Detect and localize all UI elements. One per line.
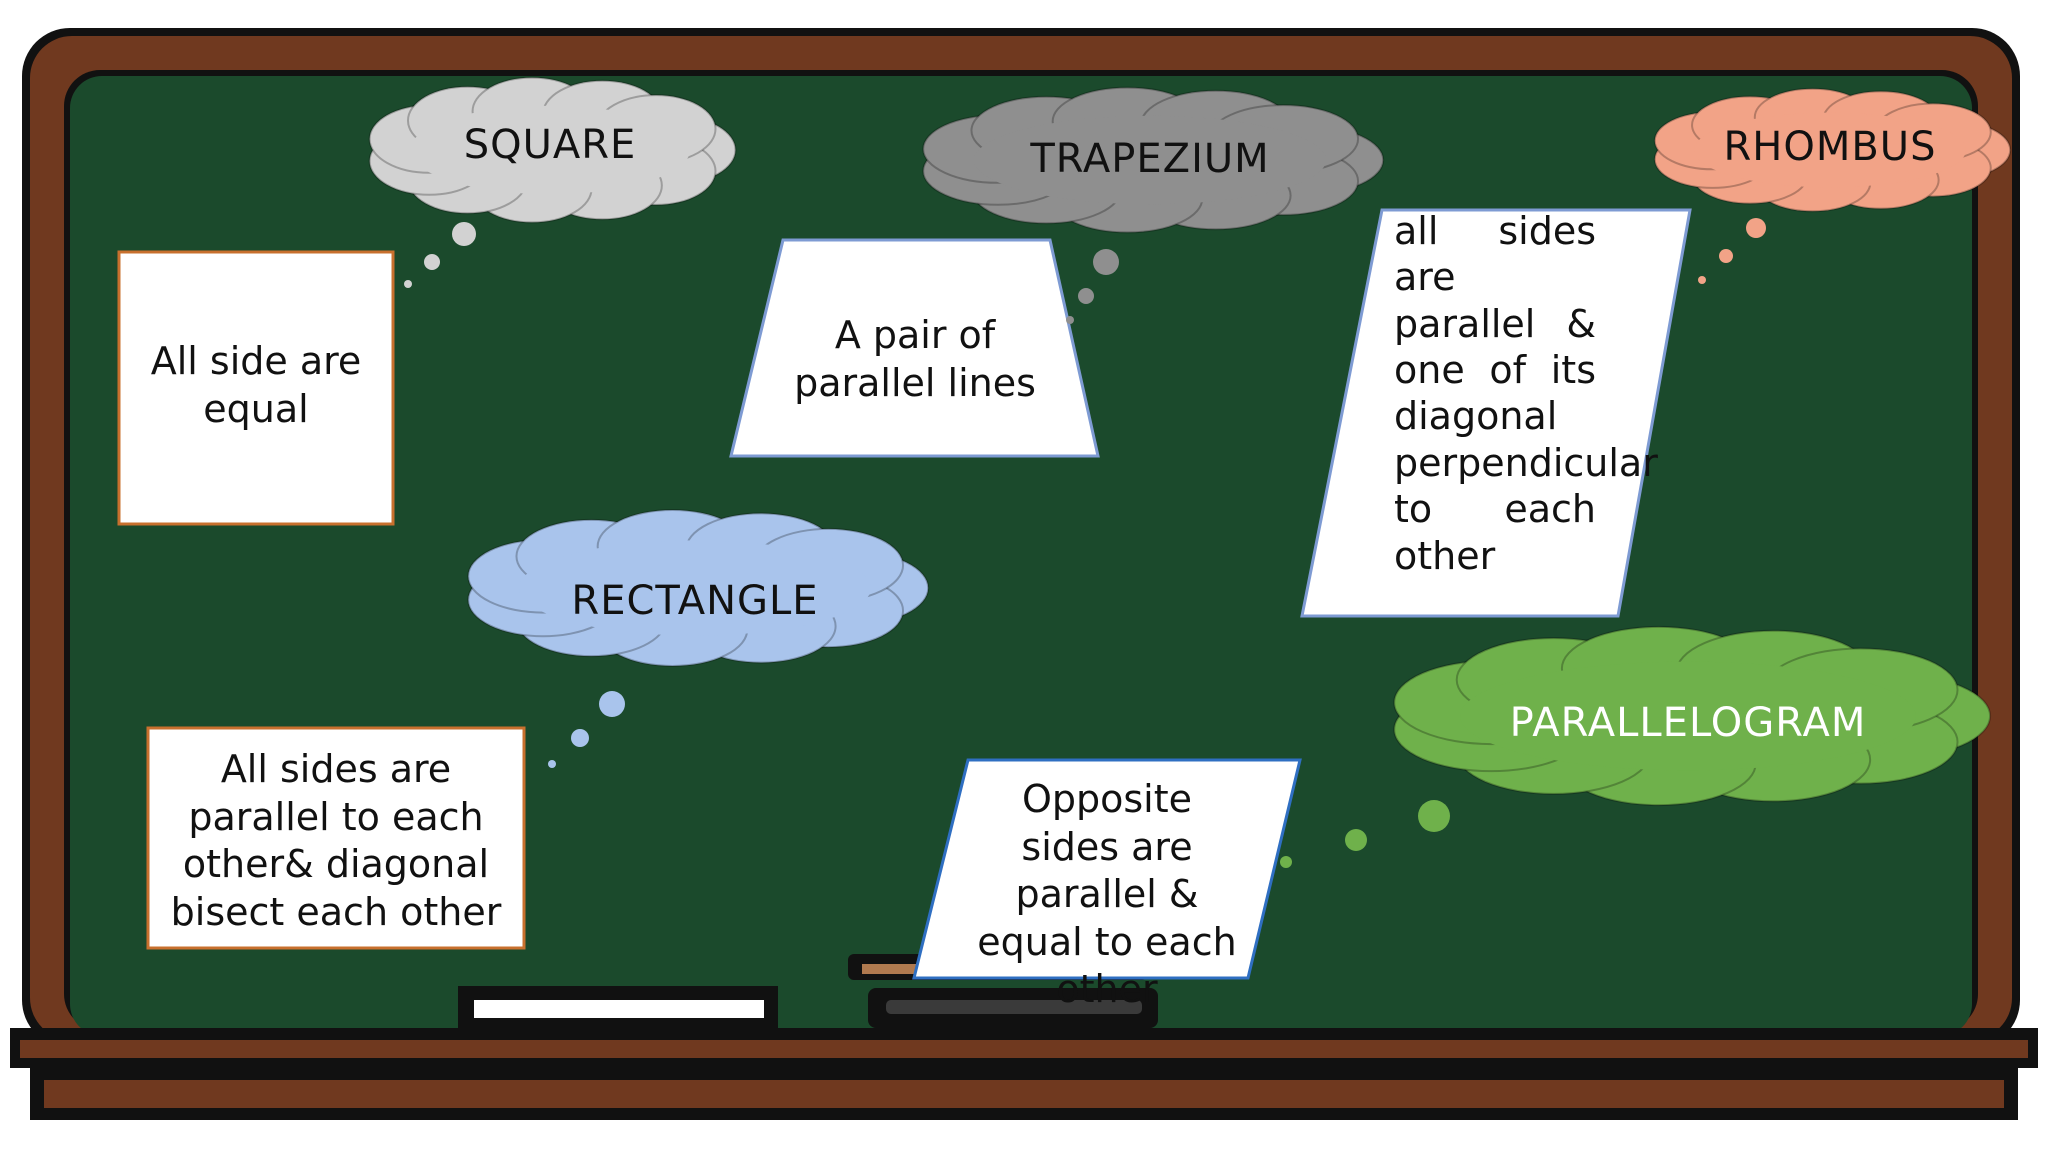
thought-bubble-rectangle-1 (599, 691, 625, 717)
thought-bubble-square-2 (424, 254, 440, 270)
thought-cloud-rectangle (467, 509, 930, 768)
rhombus-description: all sides are parallel & one of its diag… (1394, 209, 1658, 578)
chalk-stick (474, 1000, 764, 1018)
thought-bubble-rectangle-2 (571, 729, 589, 747)
cloud-label-rhombus: RHOMBUS (1723, 124, 1937, 170)
cloud-label-square: SQUARE (463, 122, 637, 168)
square-box (117, 250, 395, 526)
cloud-label-rectangle: RECTANGLE (571, 578, 819, 624)
thought-bubble-square-1 (452, 222, 476, 246)
thought-bubble-parallelogram-2 (1345, 829, 1367, 851)
thought-cloud-trapezium (922, 86, 1385, 324)
cloud-label-trapezium: TRAPEZIUM (1030, 136, 1270, 182)
chalk-tray-band (20, 1040, 2028, 1058)
thought-bubble-rhombus-2 (1719, 249, 1733, 263)
trapezium-description: A pair of parallel lines (794, 313, 1036, 405)
thought-bubble-parallelogram-3 (1280, 856, 1292, 868)
thought-cloud-rhombus (1653, 87, 2012, 284)
parallelogram-box (912, 758, 1302, 980)
square-description: All side are equal (150, 339, 362, 431)
thought-bubble-trapezium-3 (1066, 316, 1074, 324)
thought-bubble-trapezium-1 (1093, 249, 1119, 275)
thought-bubble-rectangle-3 (548, 760, 556, 768)
thought-bubble-parallelogram-1 (1418, 800, 1450, 832)
rhombus-box (1300, 208, 1692, 618)
cloud-label-parallelogram: PARALLELOGRAM (1509, 700, 1867, 746)
trapezium-box (729, 238, 1100, 458)
thought-bubble-rhombus-1 (1746, 218, 1766, 238)
rectangle-description: All sides are parallel to each other& di… (170, 747, 502, 934)
thought-bubble-trapezium-2 (1078, 288, 1094, 304)
parallelogram-description: Opposite sides are parallel & equal to e… (977, 777, 1237, 1011)
thought-cloud-parallelogram (1280, 625, 1992, 868)
thought-bubble-rhombus-3 (1698, 276, 1706, 284)
thought-cloud-square (368, 76, 737, 288)
rectangle-box (146, 726, 526, 950)
eraser-pad (886, 1000, 1142, 1014)
thought-bubble-square-3 (404, 280, 412, 288)
chalk-tray-lip (44, 1080, 2004, 1108)
